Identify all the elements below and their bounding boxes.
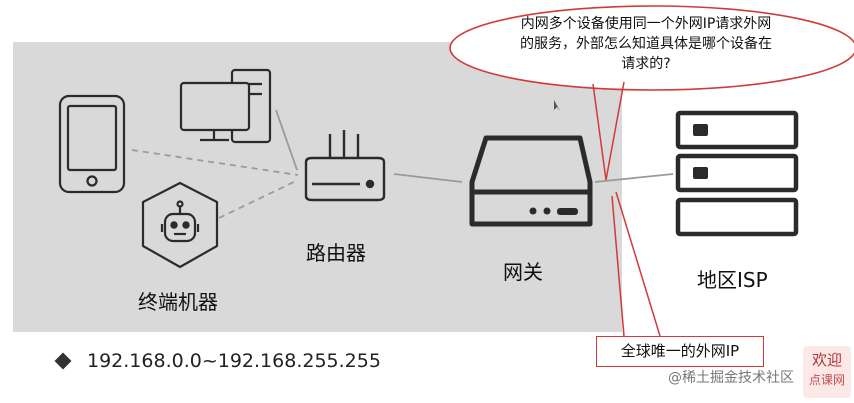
- server-leds: [693, 124, 708, 179]
- server-rack-icon: [675, 110, 799, 237]
- isp-label: 地区ISP: [697, 268, 768, 292]
- gateway-icon: [469, 135, 593, 227]
- link-computer-router: [275, 109, 298, 171]
- link-router-gateway: [393, 173, 463, 183]
- callout-lines: [592, 81, 661, 337]
- public-ip-pointer-2: [611, 195, 625, 337]
- link-tablet-router: [131, 149, 299, 176]
- gateway-label: 网关: [503, 260, 543, 284]
- bubble-pointer: [592, 81, 625, 181]
- terminal-label: 终端机器: [138, 290, 218, 314]
- diamond-bullet-icon: [54, 352, 72, 370]
- badge-line-1: 欢迎: [811, 351, 842, 369]
- robot-icon: [141, 181, 219, 269]
- router-label: 路由器: [306, 241, 366, 265]
- question-bubble: [449, 5, 854, 91]
- public-ip-callout: 全球唯一的外网IP: [596, 336, 764, 367]
- desktop-computer-icon: [179, 68, 272, 144]
- ip-range-text: 192.168.0.0~192.168.255.255: [87, 350, 381, 372]
- welcome-badge: 欢迎 点课网: [803, 346, 851, 398]
- cursor-icon: [554, 100, 560, 111]
- watermark-text: @稀土掘金技术社区: [668, 370, 794, 386]
- router-icon: [304, 130, 386, 202]
- connections: [131, 109, 674, 219]
- badge-line-2: 点课网: [808, 373, 845, 387]
- ip-range-row: 192.168.0.0~192.168.255.255: [54, 346, 381, 376]
- link-robot-router: [218, 179, 299, 219]
- public-ip-pointer: [615, 191, 661, 337]
- link-gateway-isp: [594, 173, 674, 183]
- tablet-icon: [58, 94, 126, 194]
- question-text: 内网多个设备使用同一个外网IP请求外网的服务，外部怎么知道具体是哪个设备在请求的…: [520, 16, 772, 72]
- gateway-lights: [529, 207, 578, 215]
